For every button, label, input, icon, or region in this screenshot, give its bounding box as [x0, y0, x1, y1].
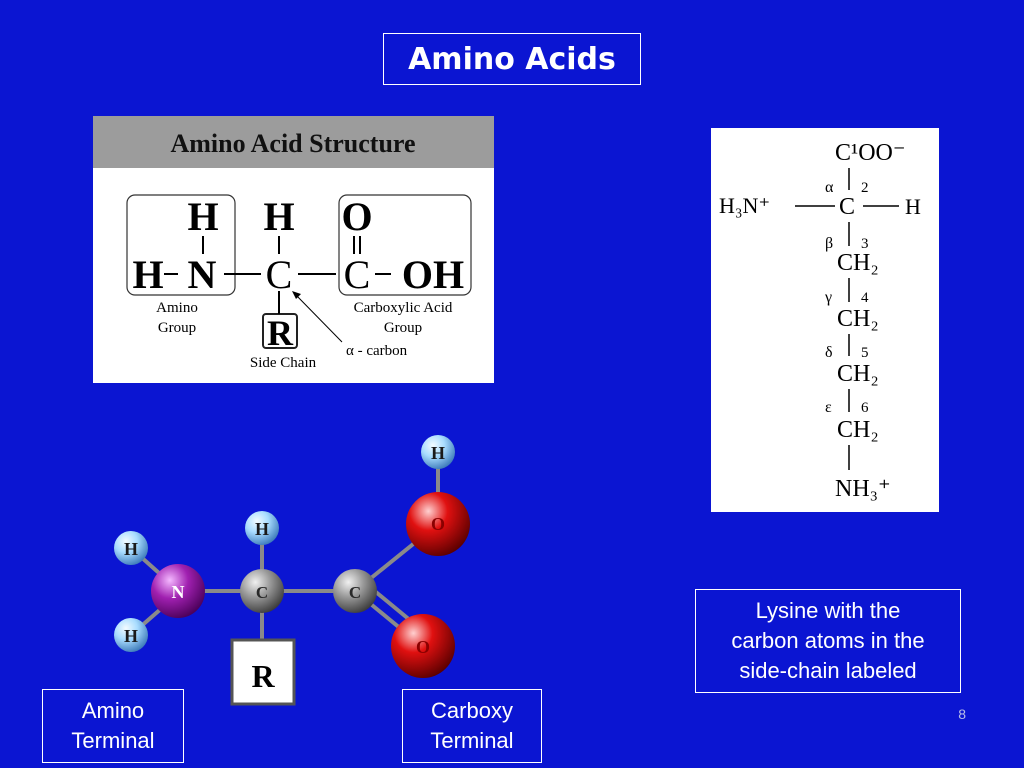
- lysine-greek-beta: β: [825, 235, 833, 252]
- carboxyl-label-line2: Group: [384, 320, 422, 336]
- atom-o-top: O: [341, 194, 372, 239]
- slide-title-box: Amino Acids: [383, 33, 641, 85]
- alpha-carbon-arrow: [294, 293, 343, 343]
- carboxy-terminal-line2: Terminal: [430, 728, 514, 753]
- atom-c1-label: C: [256, 583, 268, 602]
- alpha-carbon-label: α - carbon: [346, 343, 408, 359]
- amino-group-label-line1: Amino: [156, 300, 198, 316]
- atom-o-lower-label: O: [416, 637, 430, 657]
- lysine-h-right: H: [905, 194, 921, 219]
- lysine-number-2: 2: [861, 180, 869, 196]
- atom-c2: [333, 569, 377, 613]
- lysine-caption-line2: carbon atoms in the: [731, 628, 925, 653]
- page-number: 8: [958, 706, 966, 722]
- atom-oh: OH: [402, 252, 464, 297]
- atom-r: R: [267, 313, 294, 353]
- amino-terminal-line2: Terminal: [71, 728, 155, 753]
- lysine-greek-epsilon: ε: [825, 399, 832, 416]
- atom-n-label: N: [172, 582, 185, 602]
- atom-h-left-bottom: [114, 618, 148, 652]
- atom-o-upper: [406, 492, 470, 556]
- r-group-box: [230, 638, 296, 706]
- carboxy-terminal-line1: Carboxy: [431, 698, 513, 723]
- lysine-number-6: 6: [861, 400, 869, 416]
- lysine-greek-gamma: γ: [824, 289, 832, 306]
- atom-o-upper-label: O: [431, 514, 445, 534]
- structure-header-bar: [93, 116, 494, 168]
- slide-title: Amino Acids: [408, 41, 616, 77]
- lysine-nh3: NH₃⁺: [835, 476, 891, 502]
- lysine-greek-delta: δ: [825, 344, 833, 361]
- atom-h-top-center: H: [263, 194, 294, 239]
- atom-n: [151, 564, 205, 618]
- atom-h-top-center-label: H: [255, 519, 269, 539]
- atom-h-top-right: [421, 435, 455, 469]
- alpha-carbon-arrowhead: [292, 291, 301, 299]
- carboxyl-label-line1: Carboxylic Acid: [354, 300, 453, 316]
- atom-c1: [240, 569, 284, 613]
- amino-group-label-line2: Group: [158, 320, 196, 336]
- lysine-c-alpha: C: [839, 194, 855, 220]
- atom-c-carboxyl: C: [344, 252, 371, 297]
- atom-n: N: [188, 252, 217, 297]
- atom-c2-label: C: [349, 583, 361, 602]
- molecule-model: H O H H H N C C O R: [114, 435, 470, 706]
- lysine-ch2-gamma: CH₂: [837, 306, 879, 332]
- atom-h-left-bottom-label: H: [124, 626, 138, 646]
- amino-group-box: [126, 194, 236, 296]
- lysine-number-4: 4: [861, 290, 869, 306]
- lysine-caption: Lysine with the carbon atoms in the side…: [695, 589, 961, 693]
- lysine-number-5: 5: [861, 345, 869, 361]
- amino-acid-structure-panel: Amino Acid Structure H H O H N C C OH: [93, 116, 494, 383]
- lysine-number-3: 3: [861, 236, 869, 252]
- amino-terminal-caption: Amino Terminal: [42, 689, 184, 763]
- atom-h-left: H: [132, 252, 163, 297]
- carboxy-terminal-caption: Carboxy Terminal: [402, 689, 542, 763]
- atom-h-top-left: H: [187, 194, 218, 239]
- lysine-caption-line3: side-chain labeled: [739, 658, 917, 683]
- atom-c-alpha: C: [266, 252, 293, 297]
- r-group-label: R: [251, 658, 275, 694]
- lysine-ch2-delta: CH₂: [837, 361, 879, 387]
- atom-o-lower: [391, 614, 455, 678]
- amino-terminal-line1: Amino: [81, 698, 145, 723]
- atom-h-top-center: [245, 511, 279, 545]
- lysine-caption-line1: Lysine with the: [755, 598, 901, 623]
- lysine-diagram: C¹OO⁻ α 2 H₃N⁺ C H β 3 CH₂ γ 4 CH₂ δ 5 C…: [719, 140, 921, 502]
- structure-diagram: Amino Acid Structure H H O H N C C OH: [93, 116, 494, 371]
- lysine-greek-alpha: α: [825, 179, 834, 196]
- side-chain-label: Side Chain: [250, 355, 317, 371]
- lysine-h3n: H₃N⁺: [719, 193, 770, 218]
- lysine-panel: C¹OO⁻ α 2 H₃N⁺ C H β 3 CH₂ γ 4 CH₂ δ 5 C…: [711, 128, 939, 512]
- atom-h-left-top: [114, 531, 148, 565]
- lysine-top-carboxylate: C¹OO⁻: [835, 140, 906, 166]
- lysine-ch2-beta: CH₂: [837, 250, 879, 276]
- structure-header: Amino Acid Structure: [170, 129, 415, 158]
- atom-h-top-right-label: H: [431, 443, 445, 463]
- lysine-ch2-epsilon: CH₂: [837, 417, 879, 443]
- atom-h-left-top-label: H: [124, 539, 138, 559]
- carboxyl-group-box: [338, 194, 472, 296]
